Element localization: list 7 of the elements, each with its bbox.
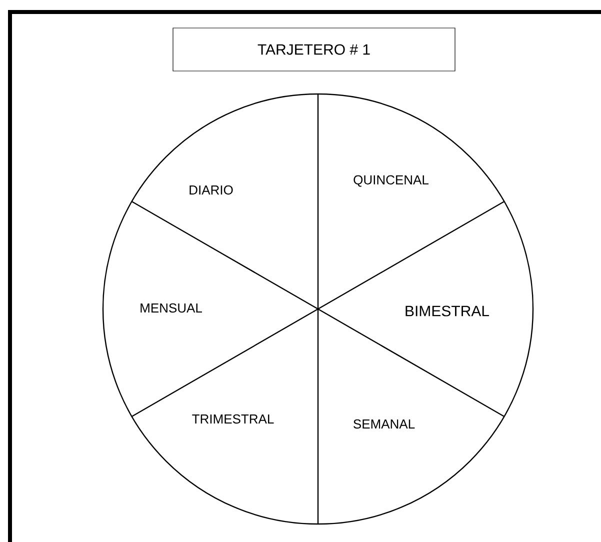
sector-label: BIMESTRAL (406, 306, 490, 316)
sector-label: DIARIO (190, 185, 233, 195)
sector-label: SEMANAL (354, 419, 415, 429)
sector-label: TRIMESTRAL (192, 414, 274, 424)
sector-label: MENSUAL (140, 303, 202, 313)
sector-label: QUINCENAL (354, 175, 428, 187)
title-box: TARJETERO # 1 (172, 28, 456, 72)
